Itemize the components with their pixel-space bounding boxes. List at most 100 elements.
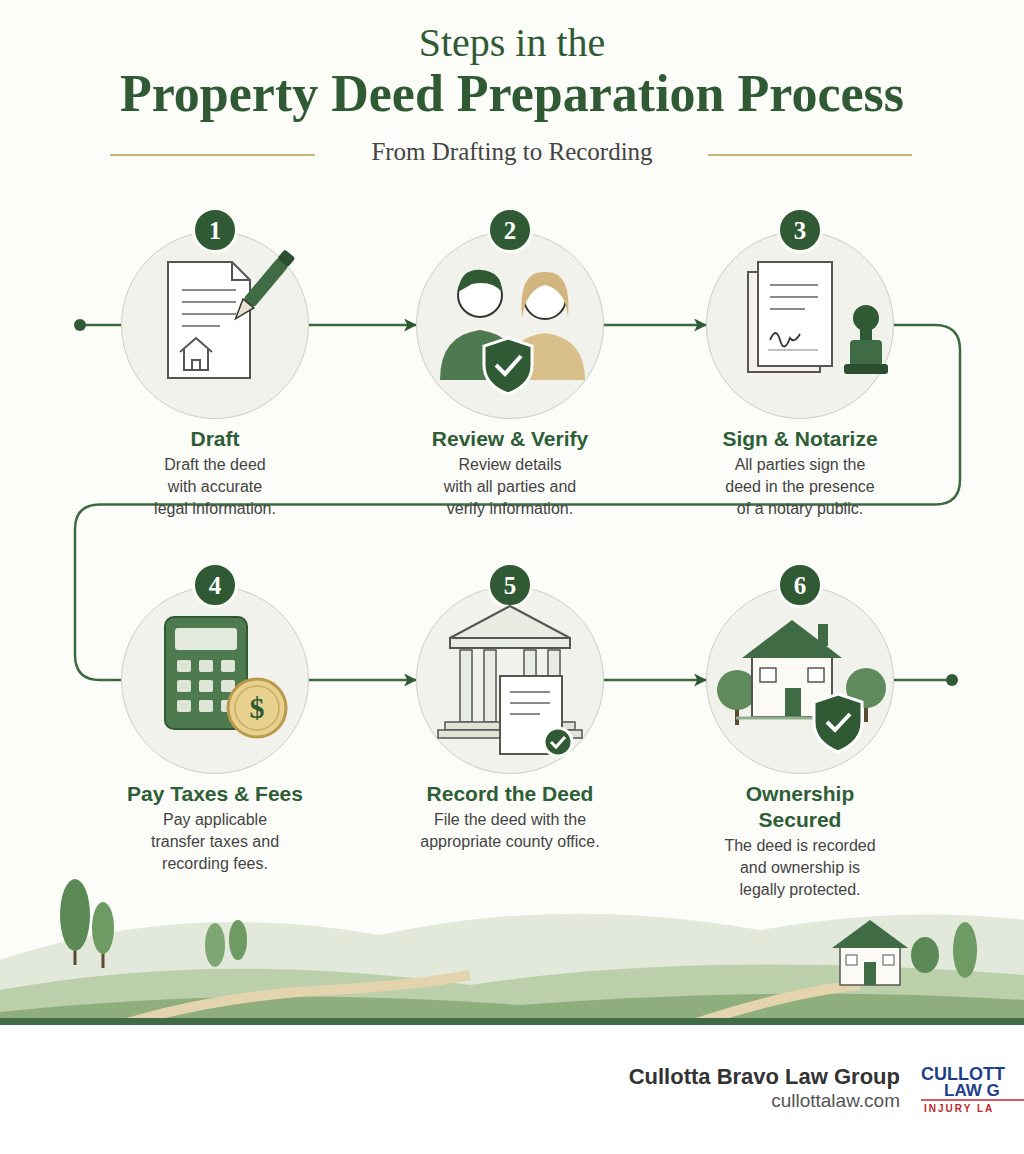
record-illustration-part — [484, 650, 496, 722]
taxes-illustration-part — [199, 660, 213, 672]
step-description: All parties sign the deed in the presenc… — [698, 454, 903, 520]
flow-connector — [309, 324, 416, 327]
landscape — [0, 879, 1024, 1025]
ownership-illustration-part — [785, 688, 801, 717]
landscape-part — [883, 955, 894, 965]
record-illustration-part — [438, 730, 582, 738]
taxes-illustration-part — [221, 660, 235, 672]
step-circle: 4Pay Taxes & FeesPay applicable transfer… — [121, 586, 309, 774]
landscape-part — [911, 937, 939, 973]
subtitle: From Drafting to Recording — [0, 136, 1024, 168]
ownership-illustration-part — [864, 698, 868, 722]
step-circle: 1DraftDraft the deed with accurate legal… — [121, 231, 309, 419]
draft-illustration-part — [230, 249, 295, 323]
ownership-illustration-part — [818, 624, 828, 646]
logo-text: LAW G — [944, 1081, 1000, 1100]
step-heading: Sign & Notarize — [685, 426, 915, 452]
step-heading: Pay Taxes & Fees — [100, 781, 330, 807]
start-dot — [74, 319, 86, 331]
sign-illustration-part — [770, 333, 800, 347]
record-illustration-part — [524, 650, 536, 722]
ownership-illustration-part — [736, 717, 862, 720]
landscape-part — [840, 945, 900, 985]
title: Property Deed Preparation Process — [0, 62, 1024, 126]
draft-illustration-part — [180, 338, 212, 370]
draft-illustration-part-part — [230, 299, 254, 323]
ownership-illustration-part — [846, 668, 886, 708]
landscape-part — [0, 1018, 1024, 1025]
review-illustration-part — [440, 330, 520, 380]
record-illustration — [438, 606, 582, 756]
step-heading: Ownership Secured — [725, 781, 875, 833]
flow-connector — [604, 324, 706, 327]
ownership-illustration-part — [752, 655, 832, 717]
draft-illustration-part-part — [277, 249, 295, 267]
taxes-illustration-part — [177, 700, 191, 712]
record-illustration-part — [551, 737, 565, 747]
landscape-part — [229, 920, 247, 960]
step-description: Draft the deed with accurate legal infor… — [135, 454, 295, 520]
ownership-illustration-part — [814, 694, 862, 752]
draft-illustration-part — [232, 262, 250, 280]
record-illustration-part — [548, 650, 560, 722]
landscape-part — [846, 955, 857, 965]
sign-illustration-part — [844, 364, 888, 374]
flow-connector — [604, 679, 706, 682]
draft-illustration-part — [182, 290, 236, 326]
ownership-illustration-part — [735, 700, 739, 725]
landscape-part — [60, 879, 90, 951]
flow-connector — [309, 679, 416, 682]
step-caption: Record the DeedFile the deed with the ap… — [395, 781, 625, 853]
step-caption: Review & VerifyReview details with all p… — [395, 426, 625, 520]
ownership-illustration-part — [760, 668, 776, 682]
taxes-illustration-part — [199, 700, 213, 712]
sign-illustration-part — [850, 340, 882, 366]
taxes-illustration-part — [177, 680, 191, 692]
sign-illustration-part — [770, 285, 818, 309]
rule — [708, 154, 912, 156]
review-illustration-part — [458, 270, 502, 292]
review-illustration-part — [524, 277, 566, 319]
step-caption: DraftDraft the deed with accurate legal … — [100, 426, 330, 520]
review-illustration-part — [505, 333, 585, 380]
taxes-illustration-part — [175, 628, 237, 650]
title-lead: Steps in the — [0, 18, 1024, 68]
sign-illustration-part — [860, 328, 872, 342]
sign-illustration-part — [758, 262, 832, 366]
draft-illustration-part-part — [243, 257, 289, 308]
step-heading: Record the Deed — [395, 781, 625, 807]
review-illustration-part — [484, 338, 532, 394]
review-illustration — [440, 270, 585, 394]
step-circle: 2Review & VerifyReview details with all … — [416, 231, 604, 419]
record-illustration-part — [510, 692, 550, 714]
sign-illustration — [748, 262, 888, 374]
ownership-illustration-part — [742, 620, 842, 658]
draft-illustration-part — [168, 262, 250, 378]
step-heading: Draft — [100, 426, 330, 452]
landscape-part — [120, 975, 470, 1025]
taxes-illustration-part — [165, 617, 247, 729]
ownership-illustration-part — [827, 714, 850, 730]
taxes-illustration-part — [221, 700, 235, 712]
step-number: 5 — [487, 562, 533, 608]
step-caption: Ownership SecuredThe deed is recorded an… — [713, 781, 888, 901]
taxes-illustration-part — [177, 660, 191, 672]
step-caption: Sign & NotarizeAll parties sign the deed… — [685, 426, 915, 520]
sign-illustration-part — [768, 349, 818, 351]
step-number: 1 — [192, 207, 238, 253]
step-circle: 3Sign & NotarizeAll parties sign the dee… — [706, 231, 894, 419]
step-caption: Pay Taxes & FeesPay applicable transfer … — [100, 781, 330, 875]
step-number: 2 — [487, 207, 533, 253]
taxes-illustration-part — [221, 680, 235, 692]
logo-text: CULLOTT — [921, 1064, 1005, 1084]
record-illustration-part — [450, 606, 570, 638]
sign-illustration-part — [748, 272, 820, 372]
step-description: Pay applicable transfer taxes and record… — [128, 809, 303, 875]
firm-url: cullottalaw.com — [480, 1090, 900, 1112]
landscape-part — [0, 914, 1024, 1025]
ownership-illustration-part — [808, 668, 824, 682]
record-illustration-part — [460, 650, 472, 722]
landscape-part — [953, 922, 977, 978]
record-illustration-part — [500, 676, 562, 754]
